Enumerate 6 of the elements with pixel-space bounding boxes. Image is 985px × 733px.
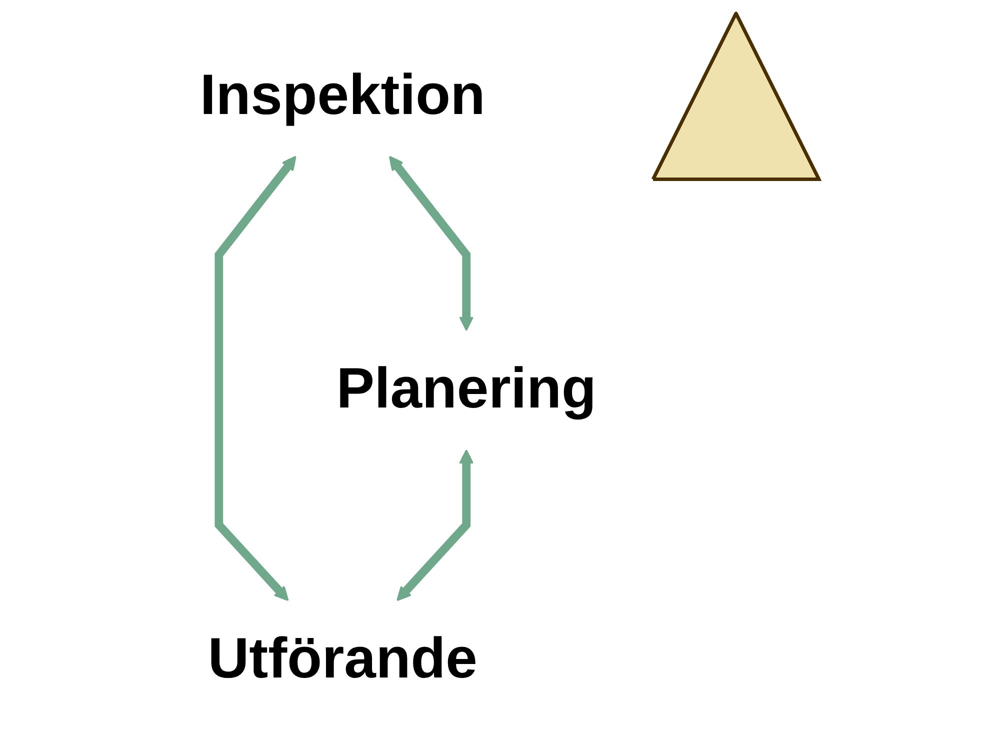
node-text: Inspektion bbox=[200, 64, 486, 128]
arrow bbox=[214, 156, 296, 602]
node-text: Planering bbox=[336, 357, 596, 421]
arrow bbox=[396, 449, 474, 602]
arrow bbox=[388, 156, 474, 331]
node-text: Utförande bbox=[208, 627, 478, 692]
